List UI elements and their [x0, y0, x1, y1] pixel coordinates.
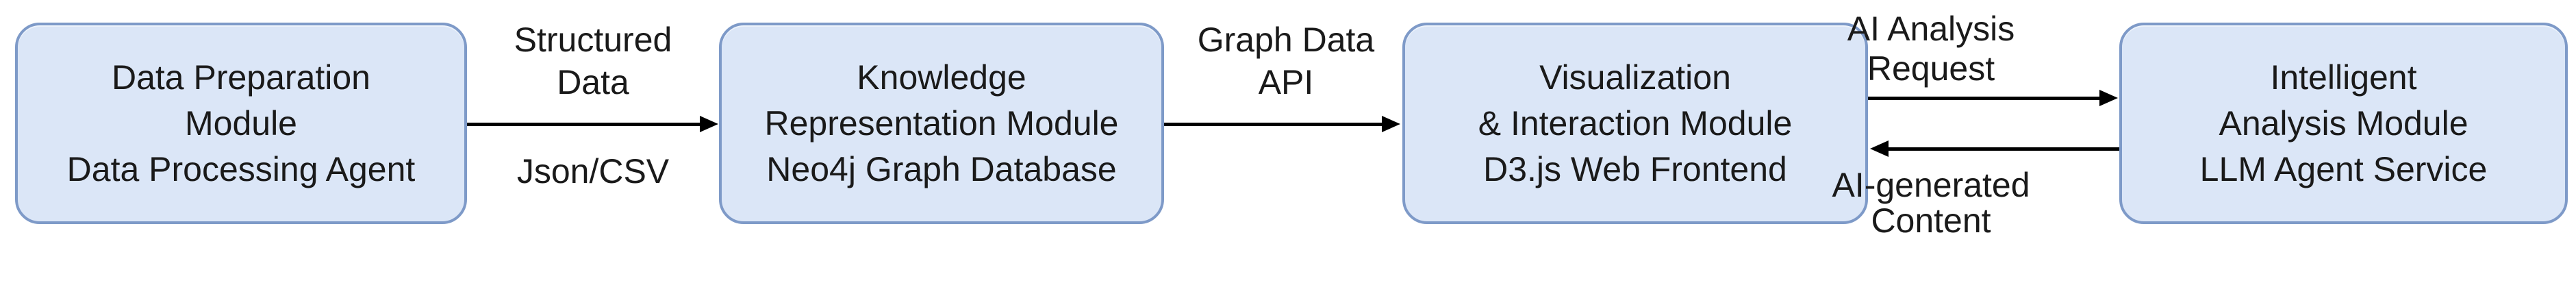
arrow-ai-generated-content [1889, 147, 2119, 151]
edge-label-line: AI-generated [1832, 166, 2030, 204]
module-box-intelligent-analysis: Intelligent Analysis Module LLM Agent Se… [2119, 23, 2568, 224]
module-box-data-preparation: Data Preparation Module Data Processing … [15, 23, 467, 224]
arrow-head-left-icon [1870, 140, 1889, 157]
edge-label-ai-generated-content: AI-generated Content [1801, 167, 2061, 238]
arrow-structured-data [467, 123, 701, 126]
edge-label-line: AI Analysis [1847, 10, 2015, 48]
module-title-line: Analysis Module [2219, 103, 2468, 143]
edge-label-line: Request [1867, 49, 1995, 88]
module-subtitle-line: D3.js Web Frontend [1483, 149, 1787, 188]
edge-label-line: Graph Data [1197, 21, 1375, 59]
edge-label-ai-analysis-request: AI Analysis Request [1801, 9, 2061, 88]
module-title-line: Module [185, 103, 297, 143]
module-subtitle-line: Data Processing Agent [66, 149, 416, 188]
arrow-head-right-icon [1382, 116, 1400, 132]
module-title-line: & Interaction Module [1478, 103, 1793, 143]
module-title-line: Knowledge [857, 58, 1026, 97]
edge-label-line: Data [557, 63, 629, 101]
module-title-line: Representation Module [764, 103, 1119, 143]
edge-label-structured-data: Structured Data [456, 18, 730, 103]
module-subtitle-line: Neo4j Graph Database [766, 149, 1117, 188]
module-box-knowledge-representation: Knowledge Representation Module Neo4j Gr… [719, 23, 1164, 224]
arrow-head-right-icon [700, 116, 718, 132]
arrow-graph-data-api [1164, 123, 1383, 126]
module-title-line: Data Preparation [111, 58, 370, 97]
module-title-line: Intelligent [2270, 58, 2417, 97]
arrow-ai-analysis-request [1868, 97, 2101, 100]
edge-label-graph-data-api: Graph Data API [1149, 18, 1423, 103]
edge-label-line: Content [1871, 201, 1991, 240]
edge-label-line: API [1258, 63, 1314, 101]
arrow-head-right-icon [2099, 90, 2118, 106]
edge-label-line: Json/CSV [516, 152, 670, 190]
edge-label-json-csv: Json/CSV [456, 150, 730, 193]
module-box-visualization-interaction: Visualization & Interaction Module D3.js… [1402, 23, 1868, 224]
module-title-line: Visualization [1539, 58, 1731, 97]
module-subtitle-line: LLM Agent Service [2199, 149, 2488, 188]
edge-label-line: Structured [514, 21, 672, 59]
